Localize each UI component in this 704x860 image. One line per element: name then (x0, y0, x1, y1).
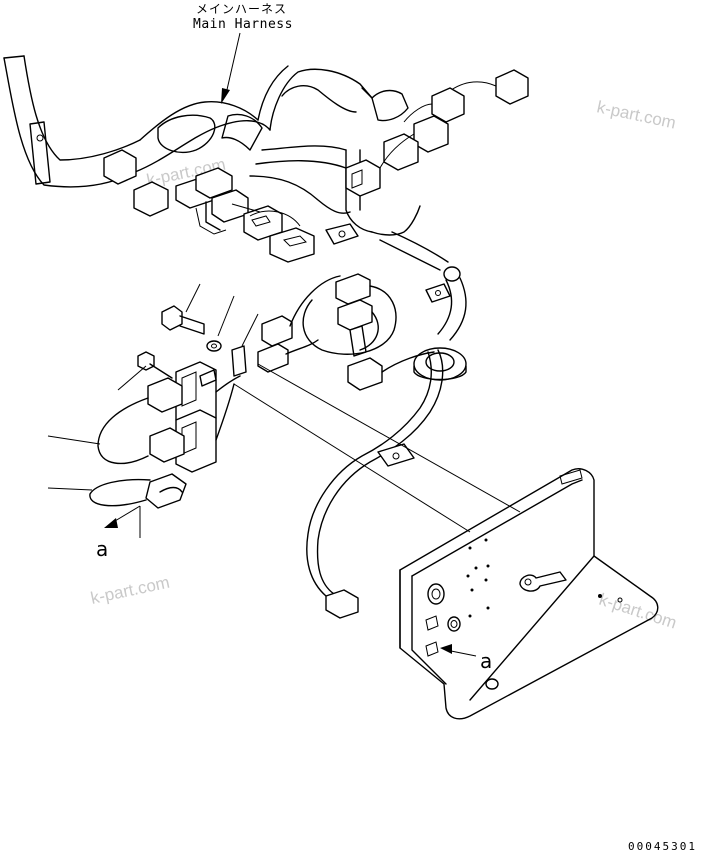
upper-left-connector-cluster (103, 149, 315, 263)
center-loop-connectors (257, 273, 435, 391)
watermark-top-right: k-part.com (595, 97, 677, 132)
view-a-indicator-right: a (440, 644, 492, 673)
reference-lines (233, 363, 521, 533)
main-harness-bundle (3, 55, 467, 341)
main-harness-label-jp: メインハーネス (196, 2, 287, 16)
view-a-indicator-left: a (96, 505, 141, 561)
mounting-bracket (399, 468, 659, 720)
main-harness-label-en: Main Harness (193, 17, 293, 32)
bolt (161, 283, 205, 335)
washer (206, 295, 235, 352)
mounting-clip (231, 313, 259, 377)
relay-assembly (47, 351, 241, 509)
view-a-label-left: a (96, 537, 108, 561)
view-a-label-right: a (480, 649, 492, 673)
lower-harness-branch (306, 349, 444, 619)
upper-right-connector-cluster (345, 69, 529, 197)
figure-number: 00045301 (628, 840, 697, 853)
main-harness-leader-arrow (221, 32, 241, 104)
harness-clamp-right (425, 283, 451, 303)
watermark-bottom-left: k-part.com (89, 573, 171, 608)
harness-clamp-upper (325, 223, 359, 245)
